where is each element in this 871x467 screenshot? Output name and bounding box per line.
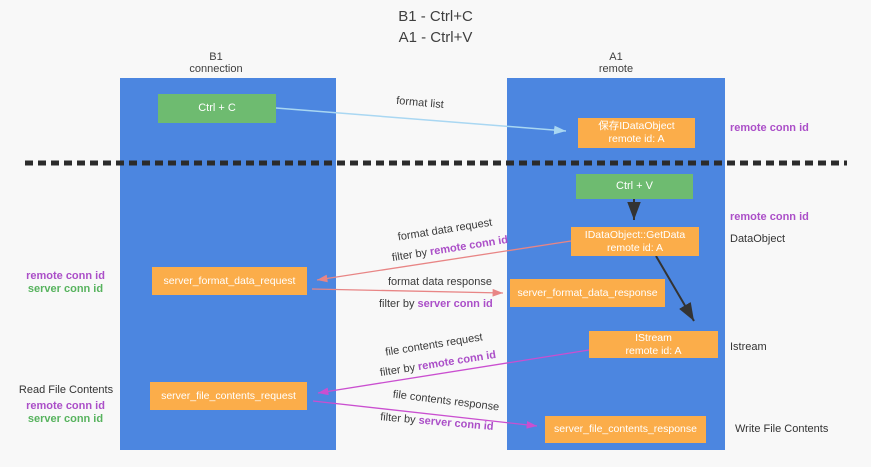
lifeline-b1-role: connection [189, 63, 243, 75]
filter-prefix: filter by [391, 246, 429, 265]
right-dataobject-label: DataObject [730, 233, 786, 245]
right-write-file-contents-label: Write File Contents [735, 423, 829, 435]
server-file-contents-response-box: server_file_contents_response [545, 416, 706, 443]
format-list-label: format list [395, 94, 445, 112]
file-response-filter-label: filter by server conn id [379, 411, 495, 434]
title-line-2: A1 - Ctrl+V [398, 29, 473, 46]
ctrl-c-label: Ctrl + C [198, 102, 236, 114]
lifeline-a1-role: remote [598, 63, 634, 75]
getdata-box: IDataObject::GetData remote id: A [571, 227, 699, 256]
left-remote-conn-id-top: remote conn id [26, 270, 105, 282]
save-dataobject-line1: 保存IDataObject [598, 120, 675, 132]
right-remote-conn-id-top: remote conn id [730, 122, 809, 134]
filter-prefix: filter by [379, 298, 415, 310]
save-dataobject-line2: remote id: A [608, 133, 665, 145]
read-file-contents-label: Read File Contents [18, 384, 114, 396]
lifeline-b1-name: B1 [209, 51, 223, 63]
title-line-1: B1 - Ctrl+C [398, 8, 473, 25]
remote-conn-id-keyword: remote conn id [429, 233, 509, 259]
left-conn-id-block-top: remote conn id server conn id [18, 270, 113, 296]
format-data-response-arrow [311, 288, 504, 297]
diagram-title: B1 - Ctrl+C A1 - Ctrl+V [0, 6, 871, 48]
server-conn-id-keyword: server conn id [417, 298, 493, 310]
lifeline-header-b1: B1 connection [110, 51, 322, 75]
ctrl-v-key-box: Ctrl + V [576, 174, 693, 199]
server-format-data-response-box: server_format_data_response [510, 279, 665, 307]
istream-line1: IStream [635, 331, 672, 344]
server-conn-id-keyword: server conn id [418, 414, 495, 434]
left-server-conn-id-bottom: server conn id [27, 413, 104, 425]
save-dataobject-box: 保存IDataObject remote id: A [578, 118, 695, 148]
right-istream-label: Istream [730, 341, 767, 353]
lifeline-header-a1: A1 remote [507, 51, 725, 75]
filter-prefix: filter by [379, 411, 417, 427]
server-file-contents-request-label: server_file_contents_request [161, 389, 296, 402]
lifeline-a1-name: A1 [609, 51, 623, 63]
server-format-data-request-label: server_format_data_request [163, 274, 296, 287]
istream-box: IStream remote id: A [589, 331, 718, 358]
format-response-filter-label: filter by server conn id [379, 298, 493, 310]
filter-prefix: filter by [379, 361, 417, 380]
getdata-line1: IDataObject::GetData [584, 228, 686, 241]
istream-line2: remote id: A [625, 344, 682, 357]
remote-conn-id-keyword: remote conn id [417, 348, 497, 374]
left-server-conn-id-top: server conn id [27, 283, 104, 295]
getdata-line2: remote id: A [606, 241, 664, 254]
left-conn-id-block-bottom: remote conn id server conn id [18, 400, 113, 426]
ctrl-v-label: Ctrl + V [616, 180, 653, 192]
server-format-data-response-label: server_format_data_response [517, 286, 658, 299]
right-remote-conn-id-mid: remote conn id [730, 211, 809, 223]
format-data-response-label: format data response [388, 276, 492, 288]
ctrl-c-key-box: Ctrl + C [158, 94, 276, 123]
server-file-contents-request-box: server_file_contents_request [150, 382, 307, 410]
left-remote-conn-id-bottom: remote conn id [26, 400, 105, 412]
server-file-contents-response-label: server_file_contents_response [553, 423, 697, 435]
server-format-data-request-box: server_format_data_request [152, 267, 307, 295]
file-contents-response-label: file contents response [392, 388, 500, 414]
